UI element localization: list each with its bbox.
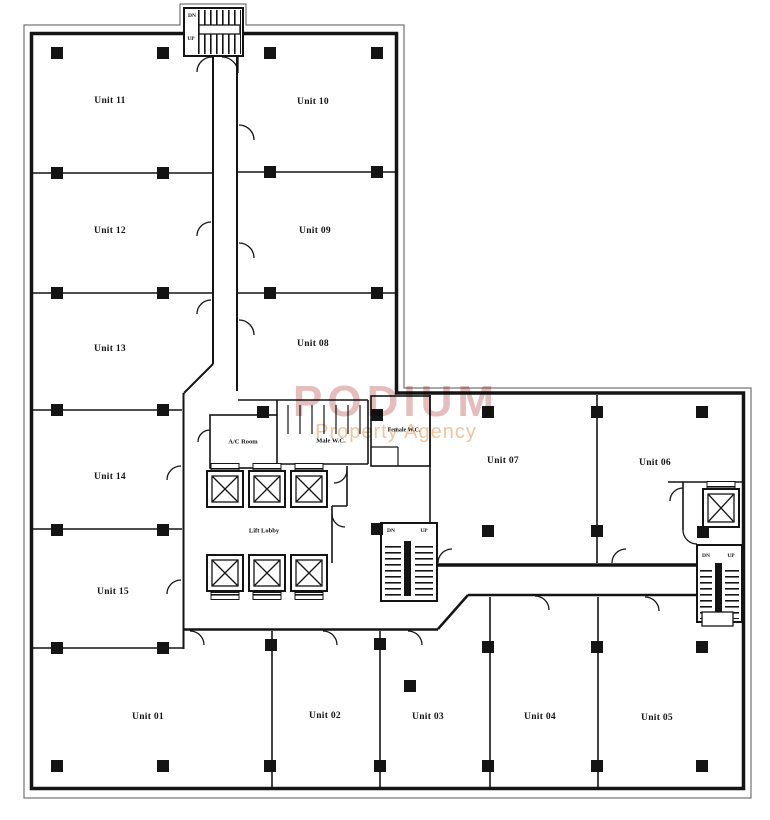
unit-14-label: Unit 14 xyxy=(94,472,126,482)
stair-top-dn-label: DN xyxy=(187,13,197,19)
unit-10-label: Unit 10 xyxy=(297,97,329,107)
unit-04-label: Unit 04 xyxy=(524,712,556,722)
watermark-brand: PODIUM xyxy=(293,377,499,426)
unit-03-label: Unit 03 xyxy=(412,712,444,722)
unit-06-label: Unit 06 xyxy=(639,458,671,468)
watermark-tagline: Property Agency xyxy=(315,421,477,443)
stair-right-dn-label: DN xyxy=(701,553,711,559)
unit-12-label: Unit 12 xyxy=(94,226,126,236)
wc-stall-lines xyxy=(287,405,361,434)
outer-boundary xyxy=(23,3,752,799)
unit-09-label: Unit 09 xyxy=(299,226,331,236)
unit-07-label: Unit 07 xyxy=(487,456,519,466)
unit-02-label: Unit 02 xyxy=(309,711,341,721)
stair-middle-dn-label: DN xyxy=(386,528,396,534)
unit-01-label: Unit 01 xyxy=(132,712,164,722)
lifts xyxy=(206,463,740,600)
lift-lobby-label: Lift Lobby xyxy=(248,527,280,535)
female-wc-label: Female W.C. xyxy=(387,427,421,434)
door-arcs xyxy=(166,56,698,646)
ac-room-label: A/C Room xyxy=(228,438,258,446)
unit-05-label: Unit 05 xyxy=(641,713,673,723)
unit-13-label: Unit 13 xyxy=(94,344,126,354)
watermark: PODIUM Property Agency xyxy=(293,377,499,443)
columns xyxy=(51,47,709,772)
unit-11-label: Unit 11 xyxy=(94,96,126,106)
unit-08-label: Unit 08 xyxy=(297,339,329,349)
stair-top-up-label: UP xyxy=(186,36,196,42)
male-wc-label: Male W.C. xyxy=(316,437,346,445)
stair-right-up-label: UP xyxy=(726,553,736,559)
unit-15-label: Unit 15 xyxy=(97,587,129,597)
stair-middle-up-label: UP xyxy=(419,528,429,534)
